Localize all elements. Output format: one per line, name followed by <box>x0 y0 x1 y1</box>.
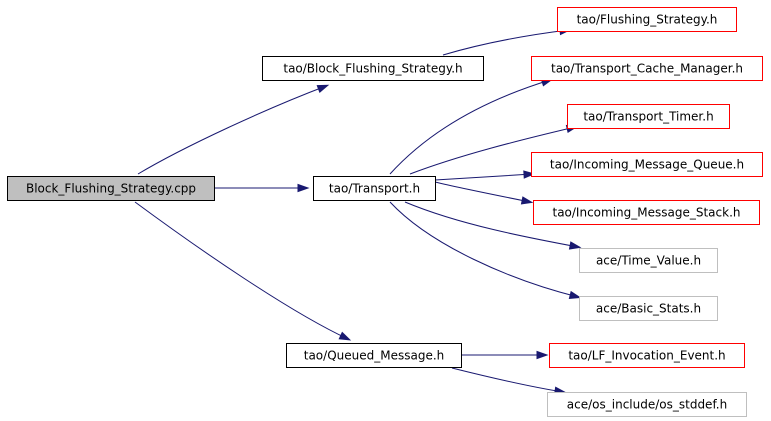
nodes-layer: Block_Flushing_Strategy.cpp tao/Block_Flu… <box>7 7 763 417</box>
edge-line <box>451 367 564 393</box>
node-tt: tao/Transport_Timer.h <box>567 104 730 129</box>
edge-line <box>434 173 533 181</box>
arrowhead <box>316 84 330 93</box>
arrowhead <box>536 350 549 360</box>
node-osd: ace/os_include/os_stddef.h <box>547 392 747 417</box>
node-box <box>531 152 763 177</box>
edge-line <box>389 79 551 175</box>
edge-root-to-bfs <box>137 84 330 175</box>
node-box <box>549 343 745 368</box>
node-imq: tao/Incoming_Message_Queue.h <box>531 152 763 177</box>
node-box <box>547 392 747 417</box>
node-qm[interactable]: tao/Queued_Message.h <box>286 343 462 368</box>
node-box <box>531 56 763 81</box>
node-box <box>286 343 462 368</box>
node-label: tao/Incoming_Message_Stack.h <box>552 206 740 220</box>
node-label: tao/Transport_Cache_Manager.h <box>551 62 743 76</box>
edge-line <box>389 201 579 298</box>
node-bs: ace/Basic_Stats.h <box>579 296 718 321</box>
edge-tr-to-tv <box>404 201 582 250</box>
edge-line <box>409 126 576 175</box>
node-box <box>7 176 215 201</box>
node-lfe: tao/LF_Invocation_Event.h <box>549 343 745 368</box>
edge-line <box>404 201 579 248</box>
edge-line <box>134 201 349 340</box>
node-tr[interactable]: tao/Transport.h <box>313 176 436 201</box>
node-label: tao/Transport.h <box>329 182 420 196</box>
edge-tr-to-imq <box>434 170 536 181</box>
edge-tr-to-tcm <box>389 78 554 175</box>
node-bfs[interactable]: tao/Block_Flushing_Strategy.h <box>262 56 484 81</box>
edges-layer <box>134 26 582 395</box>
arrowhead <box>338 331 352 341</box>
edge-root-to-tr <box>214 183 310 193</box>
node-label: tao/LF_Invocation_Event.h <box>568 349 725 363</box>
node-ims: tao/Incoming_Message_Stack.h <box>533 200 760 225</box>
node-label: tao/Flushing_Strategy.h <box>577 13 718 27</box>
node-root[interactable]: Block_Flushing_Strategy.cpp <box>7 176 215 201</box>
edge-tr-to-bs <box>389 201 582 300</box>
node-tv: ace/Time_Value.h <box>579 248 718 273</box>
node-label: tao/Incoming_Message_Queue.h <box>550 158 744 172</box>
arrowhead <box>297 183 310 193</box>
edge-bfs-to-fs <box>442 26 572 56</box>
arrowhead <box>523 170 536 179</box>
edge-tr-to-ims <box>434 181 534 205</box>
node-tcm: tao/Transport_Cache_Manager.h <box>531 56 763 81</box>
node-box <box>533 200 760 225</box>
node-label: Block_Flushing_Strategy.cpp <box>26 182 196 196</box>
node-box <box>579 248 718 273</box>
node-box <box>579 296 718 321</box>
edge-line <box>434 181 531 203</box>
arrowhead <box>568 290 582 300</box>
node-box <box>262 56 484 81</box>
arrowhead <box>568 241 582 250</box>
node-box <box>567 104 730 129</box>
node-fs: tao/Flushing_Strategy.h <box>557 7 737 32</box>
edge-line <box>442 29 569 56</box>
node-label: ace/Time_Value.h <box>596 254 701 268</box>
edge-qm-to-osd <box>451 367 567 395</box>
node-box <box>557 7 737 32</box>
edge-qm-to-lfe <box>461 350 549 360</box>
node-label: tao/Block_Flushing_Strategy.h <box>283 62 462 76</box>
node-label: ace/os_include/os_stddef.h <box>567 398 727 412</box>
node-label: ace/Basic_Stats.h <box>596 302 701 316</box>
arrowhead <box>520 196 534 205</box>
node-label: tao/Queued_Message.h <box>304 349 445 363</box>
edge-line <box>137 85 327 175</box>
edge-root-to-qm <box>134 201 352 341</box>
node-label: tao/Transport_Timer.h <box>583 110 713 124</box>
node-box <box>313 176 436 201</box>
